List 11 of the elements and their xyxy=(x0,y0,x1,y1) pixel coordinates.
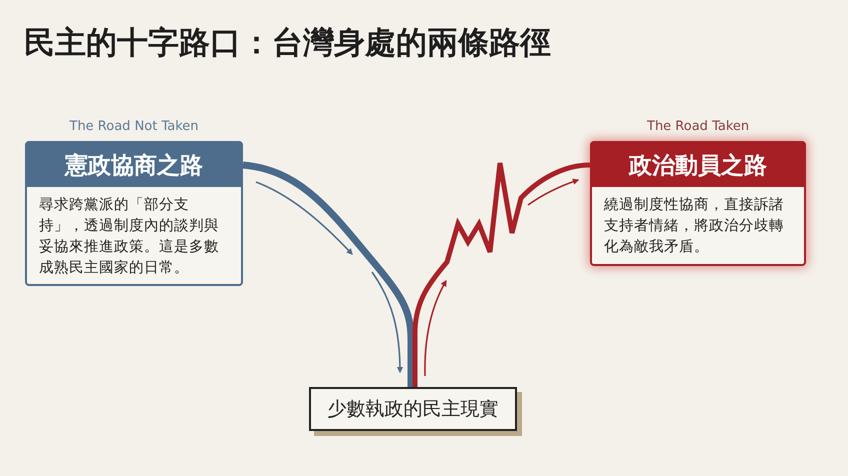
road-line xyxy=(412,160,590,387)
path-caption: The Road Taken xyxy=(647,119,750,134)
box-heading: 憲政協商之路 xyxy=(27,143,241,187)
box-heading: 政治動員之路 xyxy=(592,143,804,187)
road-line xyxy=(242,162,414,387)
info-box xyxy=(25,141,243,286)
box-body-text: 尋求跨黨派的「部分支持」，透過制度內的談判與妥協來推進政策。這是多數成熟民主國家的日常。 xyxy=(38,196,220,278)
title: 民主的十字路口：台灣身處的兩條路徑 xyxy=(24,24,551,63)
info-box xyxy=(590,141,806,266)
box-body-text: 繞過制度性協商，直接訴諸支持者情緒，將政治分歧轉化為敵我矛盾。 xyxy=(603,196,785,257)
path-caption: The Road Not Taken xyxy=(70,119,199,134)
